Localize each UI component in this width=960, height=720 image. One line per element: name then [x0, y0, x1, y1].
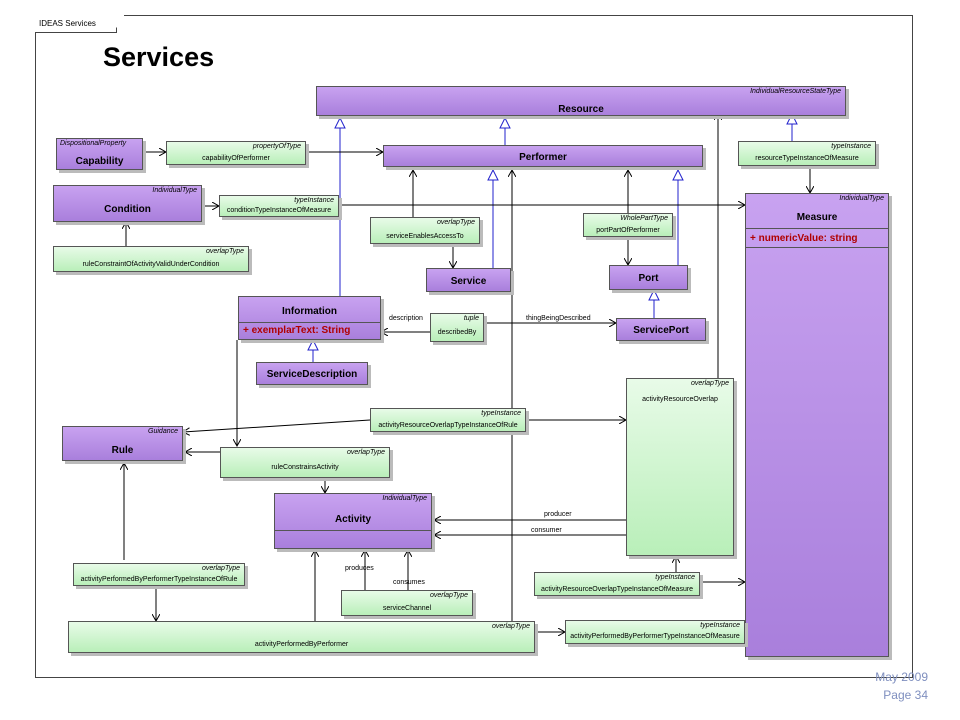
service-description-name: ServiceDescription — [266, 369, 358, 380]
label-description: description — [389, 315, 423, 322]
rule-class[interactable]: Guidance Rule — [62, 426, 183, 461]
resource-type-instance-of-measure-box[interactable]: typeInstance resourceTypeInstanceOfMeasu… — [738, 141, 876, 166]
measure-name: Measure — [796, 212, 838, 223]
activity-performed-ti-rule-stereotype: overlapType — [201, 565, 240, 572]
activity-performed-ti-measure-stereotype: typeInstance — [700, 622, 740, 629]
measure-attribute: + numericValue: string — [750, 233, 858, 244]
activity-name: Activity — [334, 514, 372, 525]
footer-date: May 2009 — [875, 670, 928, 684]
rule-name: Rule — [111, 445, 134, 456]
activity-resource-overlap-name: activityResourceOverlap — [642, 396, 718, 403]
service-class[interactable]: Service — [426, 268, 511, 292]
service-name: Service — [450, 276, 487, 287]
capability-stereotype: DispositionalProperty — [60, 140, 127, 147]
label-consumes: consumes — [393, 579, 425, 586]
rule-constrains-activity-box[interactable]: overlapType ruleConstrainsActivity — [220, 447, 390, 478]
service-enables-stereotype: overlapType — [436, 219, 475, 226]
resource-class[interactable]: IndividualResourceStateType Resource — [316, 86, 846, 116]
activity-performed-ti-measure-box[interactable]: typeInstance activityPerformedByPerforme… — [565, 620, 745, 644]
measure-class[interactable]: IndividualType Measure + numericValue: s… — [745, 193, 889, 657]
information-class[interactable]: Information + exemplarText: String — [238, 296, 381, 340]
label-producer: producer — [544, 511, 572, 518]
capability-class[interactable]: DispositionalProperty Capability — [56, 138, 143, 170]
port-part-name: portPartOfPerformer — [596, 227, 660, 234]
activity-stereotype: IndividualType — [382, 495, 427, 502]
performer-class[interactable]: Performer — [383, 145, 703, 167]
performer-name: Performer — [519, 152, 567, 163]
activity-class[interactable]: IndividualType Activity — [274, 493, 432, 549]
condition-type-instance-name: conditionTypeInstanceOfMeasure — [226, 207, 332, 214]
diagram-title: Services — [103, 42, 215, 72]
port-part-of-performer-box[interactable]: WholePartType portPartOfPerformer — [583, 213, 673, 237]
resource-type-instance-name: resourceTypeInstanceOfMeasure — [755, 155, 859, 162]
rule-constraint-condition-box[interactable]: overlapType ruleConstraintOfActivityVali… — [53, 246, 249, 272]
resource-name: Resource — [558, 104, 604, 115]
activity-resource-ti-rule-name: activityResourceOverlapTypeInstanceOfRul… — [378, 422, 518, 429]
condition-class[interactable]: IndividualType Condition — [53, 185, 202, 222]
information-attribute: + exemplarText: String — [243, 325, 351, 336]
footer-page: Page 34 — [883, 688, 928, 702]
activity-performed-by-performer-box[interactable]: overlapType activityPerformedByPerformer — [68, 621, 535, 653]
port-part-stereotype: WholePartType — [620, 215, 668, 222]
service-enables-name: serviceEnablesAccessTo — [386, 233, 464, 240]
activity-resource-overlap-box[interactable]: overlapType activityResourceOverlap — [626, 378, 734, 556]
rule-constraint-condition-name: ruleConstraintOfActivityValidUnderCondit… — [82, 261, 220, 268]
activity-performed-ti-measure-name: activityPerformedByPerformerTypeInstance… — [570, 633, 740, 640]
described-by-stereotype: tuple — [463, 315, 479, 322]
described-by-name: describedBy — [437, 329, 477, 336]
label-produces: produces — [345, 565, 374, 572]
port-name: Port — [638, 273, 659, 284]
activity-resource-ti-rule-stereotype: typeInstance — [481, 410, 521, 417]
activity-performed-stereotype: overlapType — [491, 623, 530, 630]
condition-type-instance-stereotype: typeInstance — [294, 197, 334, 204]
measure-stereotype: IndividualType — [839, 195, 884, 202]
service-enables-access-to-box[interactable]: overlapType serviceEnablesAccessTo — [370, 217, 480, 244]
port-class[interactable]: Port — [609, 265, 688, 290]
capability-name: Capability — [75, 156, 124, 167]
label-thing-being-described: thingBeingDescribed — [526, 315, 591, 322]
rule-stereotype: Guidance — [148, 428, 178, 435]
capability-of-performer-stereotype: propertyOfType — [252, 143, 301, 150]
condition-type-instance-box[interactable]: typeInstance conditionTypeInstanceOfMeas… — [219, 195, 339, 217]
information-name: Information — [282, 306, 337, 317]
activity-resource-ti-rule-box[interactable]: typeInstance activityResourceOverlapType… — [370, 408, 526, 432]
service-description-class[interactable]: ServiceDescription — [256, 362, 368, 385]
service-channel-box[interactable]: overlapType serviceChannel — [341, 590, 473, 616]
rule-constraint-condition-stereotype: overlapType — [205, 248, 244, 255]
condition-stereotype: IndividualType — [152, 187, 197, 194]
activity-performed-ti-rule-box[interactable]: overlapType activityPerformedByPerformer… — [73, 563, 245, 586]
label-consumer: consumer — [531, 527, 562, 534]
condition-name: Condition — [104, 204, 151, 215]
resource-stereotype: IndividualResourceStateType — [750, 88, 841, 95]
diagram-tab: IDEAS Services — [35, 15, 124, 33]
activity-resource-ti-measure-name: activityResourceOverlapTypeInstanceOfMea… — [540, 586, 694, 593]
capability-of-performer-name: capabilityOfPerformer — [202, 155, 270, 162]
service-channel-name: serviceChannel — [382, 605, 432, 612]
described-by-box[interactable]: tuple describedBy — [430, 313, 484, 342]
rule-constrains-stereotype: overlapType — [346, 449, 385, 456]
activity-resource-ti-measure-box[interactable]: typeInstance activityResourceOverlapType… — [534, 572, 700, 596]
service-port-name: ServicePort — [633, 325, 689, 336]
activity-resource-overlap-stereotype: overlapType — [690, 380, 729, 387]
activity-performed-ti-rule-name: activityPerformedByPerformerTypeInstance… — [80, 576, 238, 583]
service-channel-stereotype: overlapType — [429, 592, 468, 599]
activity-performed-name: activityPerformedByPerformer — [254, 641, 349, 648]
service-port-class[interactable]: ServicePort — [616, 318, 706, 341]
rule-constrains-name: ruleConstrainsActivity — [271, 464, 339, 471]
resource-type-instance-stereotype: typeInstance — [831, 143, 871, 150]
activity-resource-ti-measure-stereotype: typeInstance — [655, 574, 695, 581]
capability-of-performer-box[interactable]: propertyOfType capabilityOfPerformer — [166, 141, 306, 165]
